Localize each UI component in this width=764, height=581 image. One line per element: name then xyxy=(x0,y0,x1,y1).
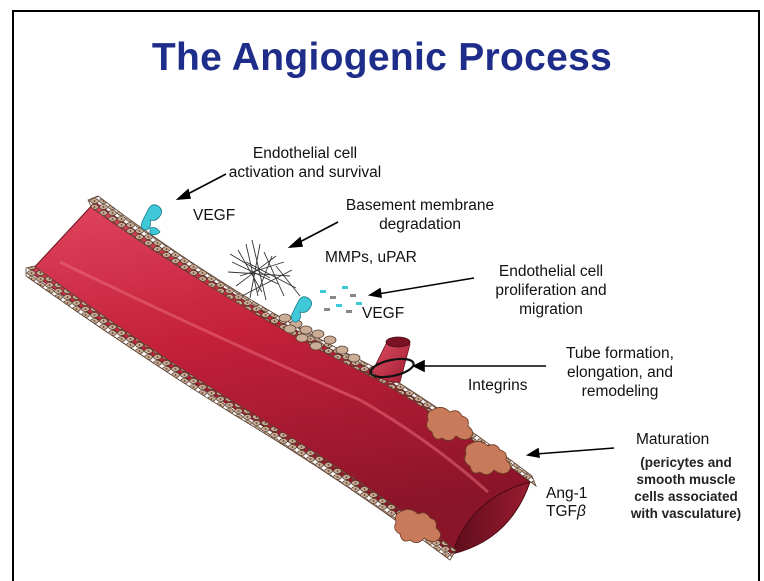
label-maturation-note-line3: cells associated xyxy=(616,488,756,505)
basement-membrane-fibers xyxy=(228,240,300,300)
label-tgf-beta: β xyxy=(577,503,586,520)
vegf-fragments xyxy=(292,286,363,322)
label-maturation-note-line4: with vasculature) xyxy=(616,505,756,522)
label-activation-line2: activation and survival xyxy=(220,163,390,182)
blood-vessel xyxy=(30,202,530,554)
label-tube-line2: elongation, and xyxy=(540,363,700,382)
vegf-receptor-top xyxy=(142,205,162,235)
label-activation: Endothelial cell activation and survival xyxy=(220,144,390,182)
label-basement-line1: Basement membrane xyxy=(330,196,510,215)
label-activation-line1: Endothelial cell xyxy=(220,144,390,163)
label-proliferation-line3: migration xyxy=(476,300,626,319)
label-maturation: Maturation xyxy=(636,430,709,449)
label-maturation-note-line1: (pericytes and xyxy=(616,454,756,471)
label-basement-line2: degradation xyxy=(330,215,510,234)
label-tube-line3: remodeling xyxy=(540,382,700,401)
label-tgf-prefix: TGF xyxy=(546,503,577,520)
label-integrins: Integrins xyxy=(468,376,527,395)
label-maturation-note: (pericytes and smooth muscle cells assoc… xyxy=(616,454,756,522)
label-proliferation-line2: proliferation and xyxy=(476,281,626,300)
label-basement: Basement membrane degradation xyxy=(330,196,510,234)
label-tube: Tube formation, elongation, and remodeli… xyxy=(540,344,700,401)
label-tube-line1: Tube formation, xyxy=(540,344,700,363)
label-ang1: Ang-1 xyxy=(546,484,587,503)
label-vegf-mid: VEGF xyxy=(362,304,404,323)
label-tgf: TGFβ xyxy=(546,502,586,521)
label-proliferation-line1: Endothelial cell xyxy=(476,262,626,281)
label-vegf-top: VEGF xyxy=(193,206,235,225)
vessel-sprout xyxy=(369,337,415,382)
label-mmps: MMPs, uPAR xyxy=(325,248,417,267)
label-maturation-note-line2: smooth muscle xyxy=(616,471,756,488)
label-proliferation: Endothelial cell proliferation and migra… xyxy=(476,262,626,319)
